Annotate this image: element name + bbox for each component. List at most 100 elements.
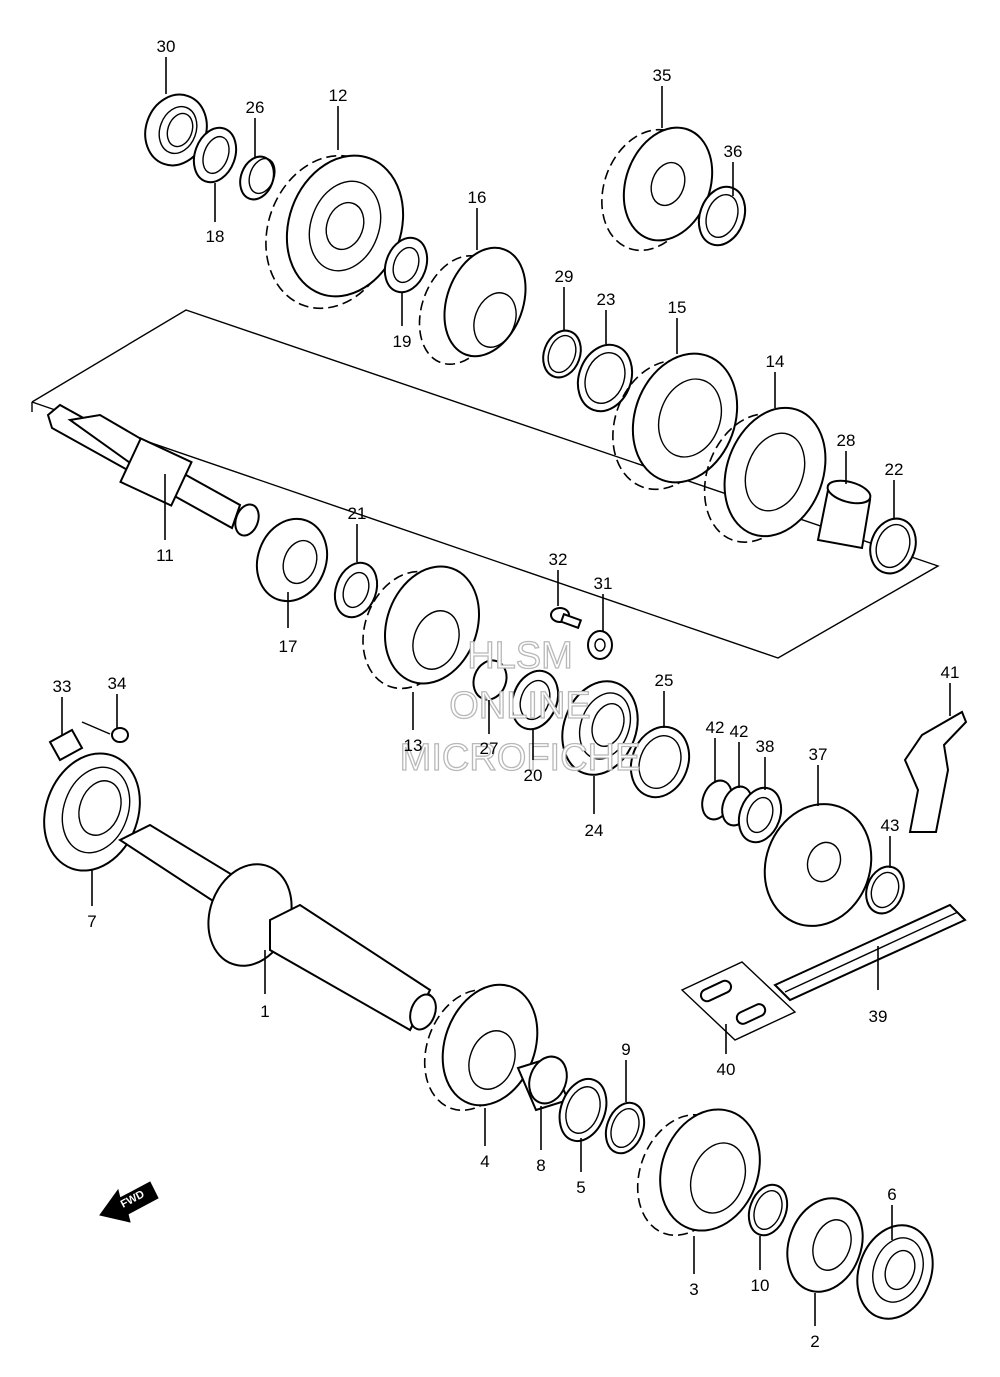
callout-label-36: 36 [724,142,743,161]
callout-label-20: 20 [524,766,543,785]
part-38-spacer[interactable] [732,782,789,848]
part-6-bearing[interactable] [845,1215,945,1330]
part-3-gear[interactable] [622,1095,777,1248]
part-9-circlip[interactable] [599,1097,651,1158]
callout-label-21: 21 [348,504,367,523]
part-31-retainer[interactable] [587,630,613,660]
part-28-bushing[interactable] [816,477,873,550]
callout-38: 38 [756,737,775,790]
part-4-gear[interactable] [409,971,554,1123]
callout-label-29: 29 [555,267,574,286]
watermark: HLSM ONLINE MICROFICHE [399,634,641,779]
callout-label-25: 25 [655,671,674,690]
part-13-gear[interactable] [347,553,495,702]
callout-label-4: 4 [480,1152,489,1171]
callout-35: 35 [653,66,671,128]
part-43-circlip[interactable] [860,861,910,918]
callout-label-23: 23 [597,290,616,309]
part-26-bushing[interactable] [234,152,279,204]
callout-6: 6 [887,1185,897,1240]
callout-label-42b: 42 [730,722,749,741]
part-15-gear[interactable] [595,339,754,504]
callout-42a: 42 [706,718,724,782]
part-40-chain-joint[interactable] [680,961,797,1041]
callout-3: 3 [689,1236,699,1299]
callout-10: 10 [751,1236,770,1295]
part-2-gear[interactable] [775,1188,875,1303]
part-17-gear[interactable] [246,509,339,611]
part-36-washer[interactable] [691,180,753,251]
part-25-oil-seal[interactable] [621,719,698,806]
part-20-seal[interactable] [504,664,566,735]
callout-label-16: 16 [468,188,487,207]
callout-label-18: 18 [206,227,225,246]
callout-label-12: 12 [329,86,348,105]
part-18-washer[interactable] [187,122,244,188]
callout-label-28: 28 [837,431,856,450]
callout-17: 17 [279,592,298,656]
callout-label-15: 15 [668,298,687,317]
watermark-line-2: ONLINE [449,685,590,727]
callout-30: 30 [157,37,175,94]
callout-15: 15 [668,298,687,354]
callout-label-32: 32 [549,550,568,569]
callout-29: 29 [555,267,574,330]
part-29-circlip[interactable] [537,325,587,382]
callout-13: 13 [404,692,423,755]
part-32-screw[interactable] [550,607,583,630]
callout-label-37: 37 [809,745,828,764]
callout-40: 40 [717,1024,735,1079]
callout-22: 22 [885,460,904,518]
callout-label-24: 24 [585,821,604,840]
part-8-bushing[interactable] [516,1051,573,1112]
callout-7: 7 [87,870,97,931]
callout-label-19: 19 [393,332,412,351]
part-39-drive-chain[interactable] [773,903,967,1002]
callout-label-41: 41 [941,663,960,682]
callout-label-43: 43 [881,816,900,835]
callout-28: 28 [837,431,856,484]
callout-label-2: 2 [810,1332,819,1351]
part-1-main-shaft[interactable] [117,823,440,1033]
part-22-circlip[interactable] [863,512,923,580]
callout-label-33: 33 [53,677,72,696]
part-24-bearing[interactable] [550,671,650,786]
callout-4: 4 [480,1108,490,1171]
watermark-line-3: MICROFICHE [400,737,641,779]
callout-34: 34 [108,674,127,728]
callout-label-17: 17 [279,637,298,656]
callout-label-34: 34 [108,674,127,693]
callout-label-38: 38 [756,737,775,756]
part-21-washer[interactable] [328,557,385,623]
part-27-pin[interactable] [468,656,512,705]
callout-label-13: 13 [404,736,423,755]
callout-41: 41 [941,663,960,716]
part-11-countershaft[interactable] [46,403,263,539]
callout-9: 9 [621,1040,631,1102]
part-37-sprocket[interactable] [748,789,888,941]
part-7-bearing[interactable] [28,740,155,884]
callout-label-1: 1 [260,1002,269,1021]
callout-25: 25 [655,671,674,728]
part-16-gear[interactable] [405,236,540,375]
callout-18: 18 [206,183,225,246]
part-34-screw[interactable] [81,721,129,743]
callout-label-11: 11 [156,546,174,565]
callout-label-10: 10 [751,1276,770,1295]
part-10-circlip[interactable] [742,1179,794,1240]
callout-8: 8 [536,1106,546,1175]
callout-42b: 42 [730,722,749,788]
callout-label-31: 31 [594,574,613,593]
callout-39: 39 [869,946,887,1026]
callout-23: 23 [597,290,616,344]
part-5-washer[interactable] [551,1072,614,1147]
part-33-stopper[interactable] [48,728,84,762]
part-23-washer[interactable] [569,337,641,419]
part-14-gear[interactable] [687,394,842,557]
callout-label-22: 22 [885,460,904,479]
part-19-washer[interactable] [378,232,435,298]
callout-32: 32 [549,550,568,606]
callout-33: 33 [53,677,72,736]
part-41-guard[interactable] [903,710,968,833]
callout-43: 43 [881,816,900,868]
